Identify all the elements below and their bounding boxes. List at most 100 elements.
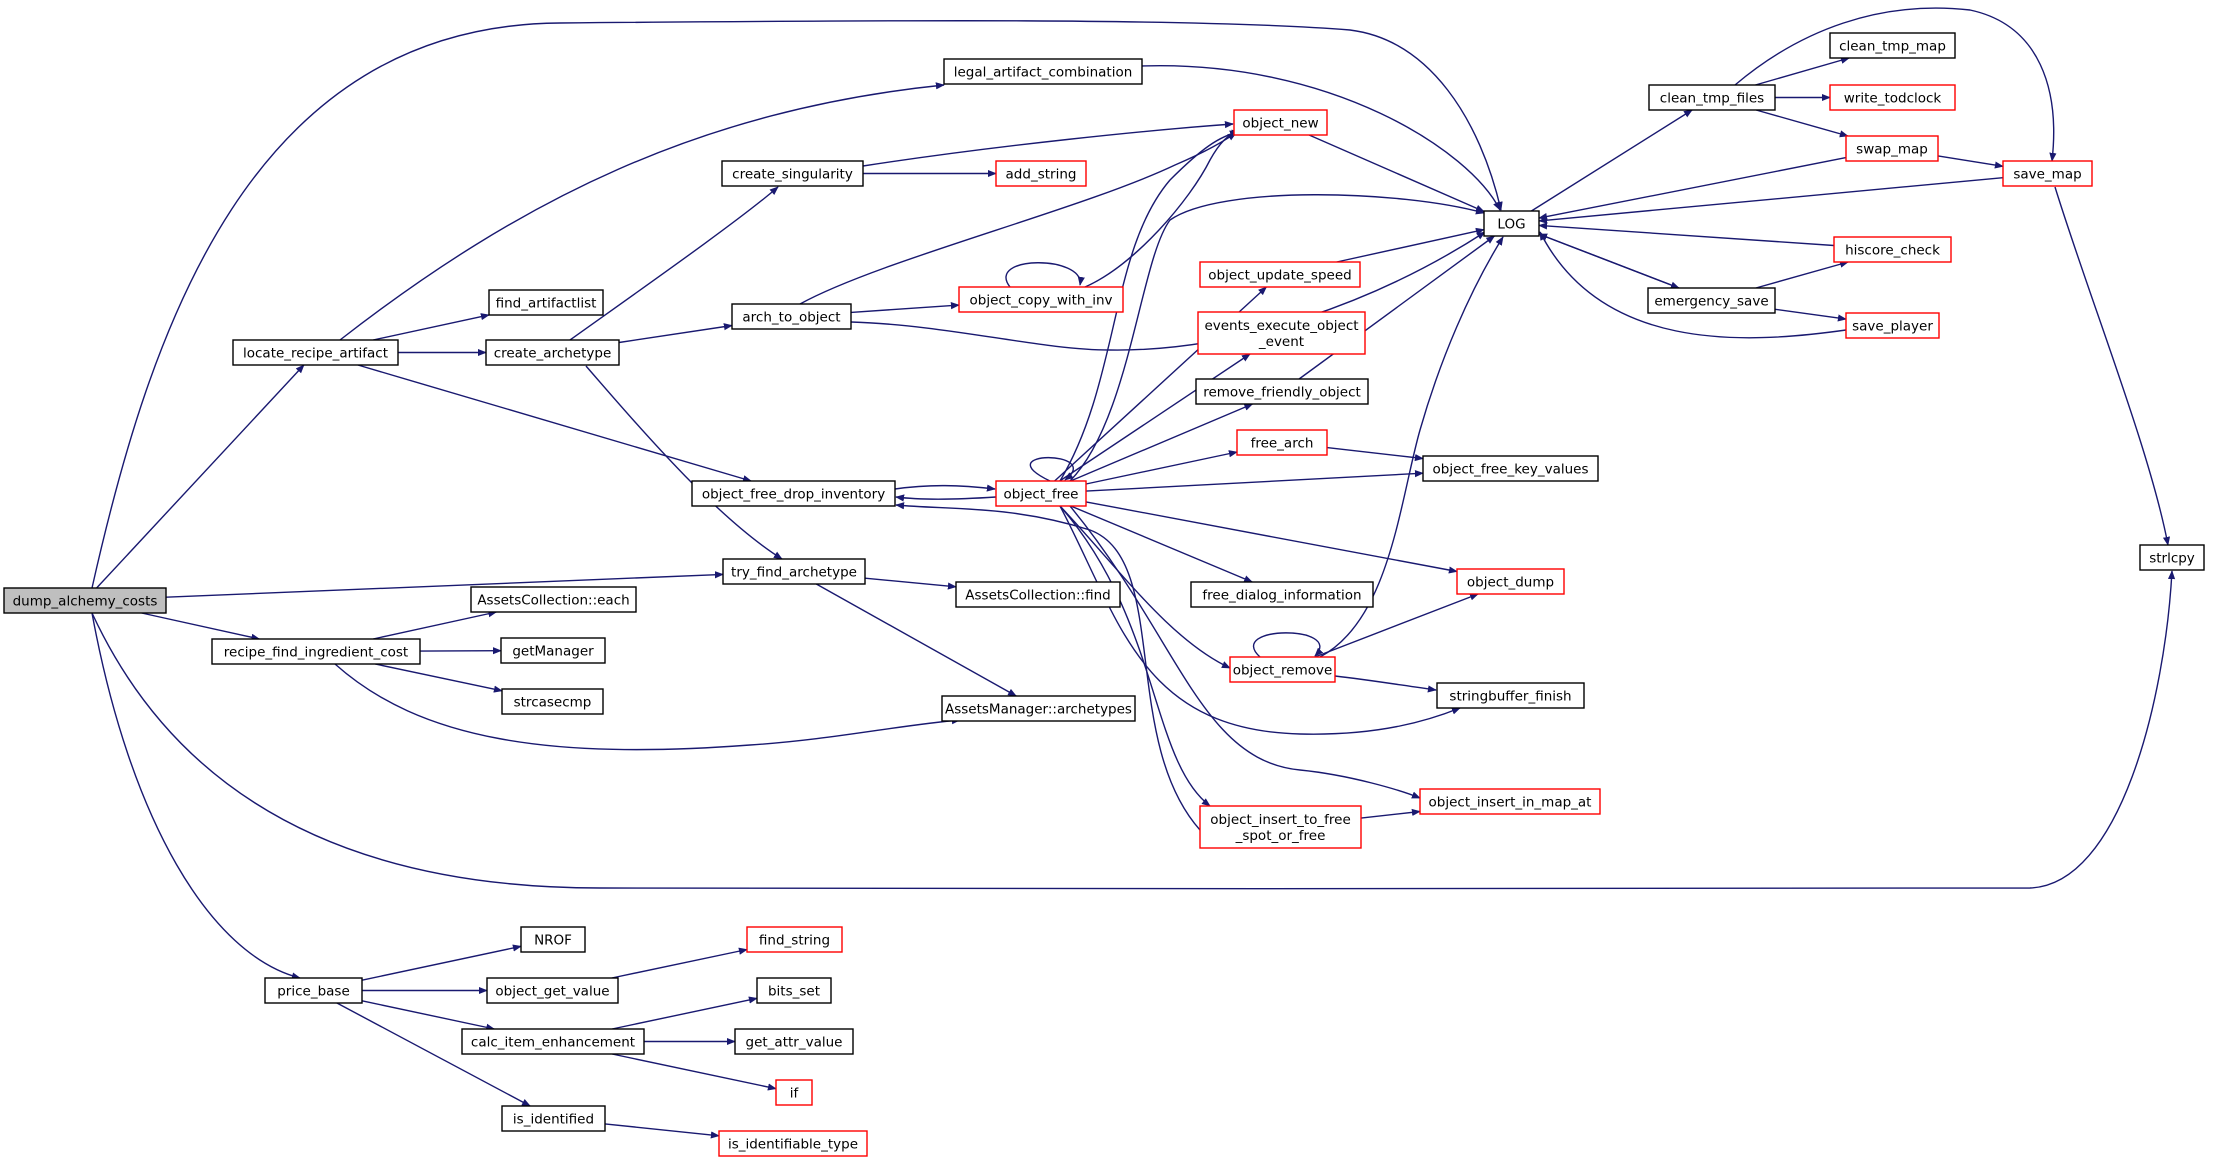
- node-assetscollection-each[interactable]: AssetsCollection::each: [470, 586, 637, 613]
- node-object-new[interactable]: object_new: [1233, 109, 1328, 136]
- node-create-singularity[interactable]: create_singularity: [721, 160, 864, 187]
- node-label: if: [790, 1086, 800, 1102]
- node-label: strcasecmp: [514, 695, 592, 711]
- node-assetscollection-find[interactable]: AssetsCollection::find: [955, 581, 1121, 608]
- node-swap-map[interactable]: swap_map: [1845, 135, 1939, 162]
- node-label: is_identified: [513, 1112, 594, 1128]
- node-label: find_string: [759, 933, 830, 949]
- node-nrof[interactable]: NROF: [520, 926, 586, 953]
- node-create-archetype[interactable]: create_archetype: [485, 339, 620, 366]
- node-object-dump[interactable]: object_dump: [1456, 568, 1565, 595]
- node-remove-friendly-object[interactable]: remove_friendly_object: [1195, 378, 1369, 405]
- node-label: get_attr_value: [746, 1035, 843, 1051]
- node-label: swap_map: [1856, 142, 1928, 158]
- node-box: [1648, 84, 1776, 111]
- node-hiscore-check[interactable]: hiscore_check: [1833, 236, 1952, 263]
- node-box: [958, 286, 1124, 313]
- node-find-string[interactable]: find_string: [746, 926, 843, 953]
- node-get-attr-value[interactable]: get_attr_value: [734, 1028, 854, 1055]
- node-save-player[interactable]: save_player: [1845, 312, 1940, 339]
- node-box: [501, 688, 604, 715]
- node-is-identifiable-type[interactable]: is_identifiable_type: [718, 1130, 868, 1157]
- node-box: [232, 339, 399, 366]
- node-box: [461, 1028, 645, 1055]
- edge-calc-item-enhancement-to-bits-set: [611, 996, 758, 1030]
- node-box: [1233, 109, 1328, 136]
- node-find-artifactlist[interactable]: find_artifactlist: [488, 289, 604, 316]
- edge-try-find-archetype-to-assetscollection-find: [864, 577, 957, 590]
- node-add-string[interactable]: add_string: [995, 160, 1087, 187]
- node-try-find-archetype[interactable]: try_find_archetype: [722, 558, 866, 585]
- node-log[interactable]: LOG: [1483, 210, 1540, 237]
- edge-price-base-to-calc-item-enhancement: [361, 1000, 496, 1031]
- node-clean-tmp-files[interactable]: clean_tmp_files: [1648, 84, 1776, 111]
- edge-object-insert-to-free-spot-or-free-to-object-free-drop-inventory: [895, 502, 1201, 831]
- node-object-update-speed[interactable]: object_update_speed: [1199, 261, 1361, 288]
- edge-dump-alchemy-costs-to-log: [91, 20, 1503, 589]
- node-object-free-key-values[interactable]: object_free_key_values: [1422, 455, 1599, 482]
- node-label: object_copy_with_inv: [969, 293, 1112, 309]
- node-label: AssetsCollection::each: [477, 593, 629, 609]
- node-object-copy-with-inv[interactable]: object_copy_with_inv: [958, 286, 1124, 313]
- node-label: stringbuffer_finish: [1449, 689, 1571, 705]
- node-box: [486, 977, 619, 1004]
- nodes-layer: dump_alchemy_costs locate_recipe_artifact…: [3, 32, 2205, 1157]
- node-label: write_todclock: [1844, 91, 1942, 107]
- node-free-dialog-information[interactable]: free_dialog_information: [1190, 581, 1374, 608]
- edge-object-remove-to-stringbuffer-finish: [1334, 675, 1437, 693]
- node-strcasecmp[interactable]: strcasecmp: [501, 688, 604, 715]
- edge-object-free-to-object-insert-in-map-at: [1069, 505, 1421, 799]
- node-getmanager[interactable]: getManager: [500, 637, 606, 664]
- node-box: [1845, 135, 1939, 162]
- node-strlcpy[interactable]: strlcpy: [2139, 544, 2205, 571]
- node-object-insert-to-free-spot-or-free[interactable]: object_insert_to_free_spot_or_free: [1199, 805, 1362, 849]
- edge-emergency-save-to-hiscore-check: [1755, 260, 1849, 289]
- edge-create-archetype-to-create-singularity: [569, 186, 779, 341]
- node-object-get-value[interactable]: object_get_value: [486, 977, 619, 1004]
- node-label: object_new: [1242, 116, 1318, 132]
- node-calc-item-enhancement[interactable]: calc_item_enhancement: [461, 1028, 645, 1055]
- edge-price-base-to-is-identified: [336, 1002, 531, 1107]
- node-box: [1229, 656, 1336, 683]
- node-price-base[interactable]: price_base: [264, 977, 363, 1004]
- node-box: [1199, 805, 1362, 849]
- node-emergency-save[interactable]: emergency_save: [1647, 287, 1776, 314]
- node-if[interactable]: if: [775, 1079, 813, 1106]
- edge-recipe-find-ingredient-cost-to-strcasecmp: [374, 663, 503, 693]
- edge-object-update-speed-to-log: [1336, 227, 1485, 263]
- node-object-free-drop-inventory[interactable]: object_free_drop_inventory: [691, 480, 896, 507]
- node-assetsmanager-archetypes[interactable]: AssetsManager::archetypes: [941, 695, 1136, 722]
- node-object-insert-in-map-at[interactable]: object_insert_in_map_at: [1419, 788, 1601, 815]
- edge-object-free-to-object-free-drop-inventory: [895, 494, 997, 502]
- node-box: [756, 977, 832, 1004]
- edge-object-free-to-remove-friendly-object: [1070, 403, 1254, 482]
- node-save-map[interactable]: save_map: [2002, 160, 2093, 187]
- node-legal-artifact-combination[interactable]: legal_artifact_combination: [943, 58, 1143, 85]
- node-box: [734, 1028, 854, 1055]
- node-box: [941, 695, 1136, 722]
- node-object-remove[interactable]: object_remove: [1229, 656, 1336, 683]
- node-write-todclock[interactable]: write_todclock: [1829, 84, 1956, 111]
- edge-dump-alchemy-costs-to-recipe-find-ingredient-cost: [141, 612, 261, 641]
- node-object-free[interactable]: object_free: [995, 480, 1087, 507]
- edge-object-copy-with-inv-to-object-new: [1084, 130, 1239, 288]
- edge-calc-item-enhancement-to-if: [611, 1053, 777, 1091]
- node-recipe-find-ingredient-cost[interactable]: recipe_find_ingredient_cost: [211, 638, 421, 665]
- node-events-execute-object-event[interactable]: events_execute_object_event: [1197, 311, 1366, 355]
- node-label: _event: [1258, 334, 1304, 350]
- node-dump-alchemy-costs[interactable]: dump_alchemy_costs: [3, 587, 167, 614]
- node-is-identified[interactable]: is_identified: [501, 1105, 606, 1132]
- node-free-arch[interactable]: free_arch: [1236, 429, 1328, 456]
- edges-layer: [91, 7, 2176, 1139]
- node-box: [1647, 287, 1776, 314]
- node-label: arch_to_object: [742, 310, 840, 326]
- node-locate-recipe-artifact[interactable]: locate_recipe_artifact: [232, 339, 399, 366]
- node-stringbuffer-finish[interactable]: stringbuffer_finish: [1436, 682, 1585, 709]
- node-box: [1833, 236, 1952, 263]
- node-clean-tmp-map[interactable]: clean_tmp_map: [1829, 32, 1956, 59]
- node-arch-to-object[interactable]: arch_to_object: [731, 303, 852, 330]
- node-bits-set[interactable]: bits_set: [756, 977, 832, 1004]
- edge-try-find-archetype-to-assetsmanager-archetypes: [815, 583, 1017, 697]
- edge-dump-alchemy-costs-to-price-base: [91, 612, 301, 980]
- node-box: [2139, 544, 2205, 571]
